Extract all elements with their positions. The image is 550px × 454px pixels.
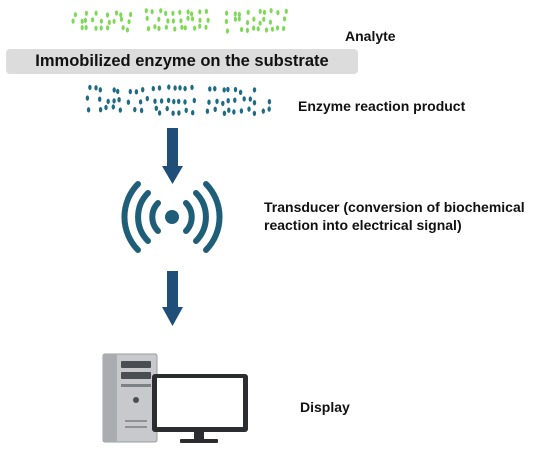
- product-cluster: [205, 86, 272, 117]
- down-arrow: [162, 271, 183, 326]
- analyte-cluster: [224, 8, 288, 34]
- transducer-label-line1: Transducer (conversion of biochemical: [264, 199, 525, 215]
- product-label: Enzyme reaction product: [298, 98, 466, 114]
- display-label: Display: [300, 399, 350, 415]
- product-cluster: [126, 84, 196, 116]
- analyte-label: Analyte: [345, 28, 396, 44]
- substrate-label: Immobilized enzyme on the substrate: [35, 52, 329, 70]
- transducer-label-line2: reaction into electrical signal): [264, 217, 462, 233]
- product-cluster: [85, 84, 123, 113]
- analyte-cluster: [71, 10, 133, 33]
- analyte-cluster: [144, 8, 210, 32]
- immobilized-enzyme-substrate: Immobilized enzyme on the substrate: [6, 49, 358, 74]
- down-arrow: [162, 128, 183, 184]
